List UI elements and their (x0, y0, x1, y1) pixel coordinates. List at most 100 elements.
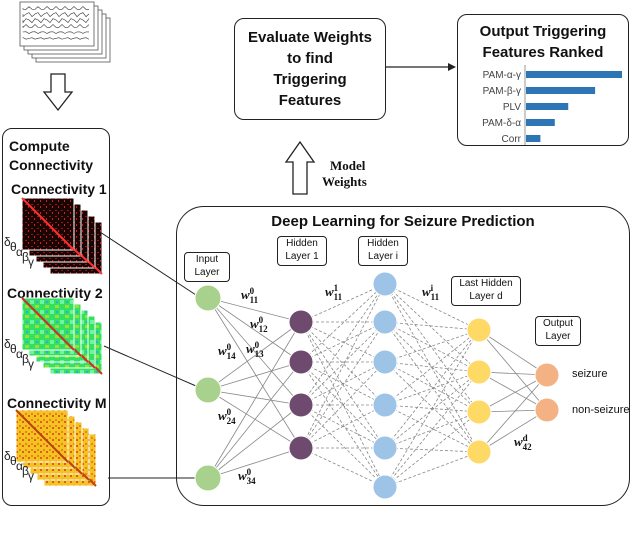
connection-edge (207, 297, 302, 406)
matrix-diagonal (21, 197, 75, 251)
last-hidden-layer-label: Last Hidden Layer d (451, 276, 521, 306)
input-node (194, 376, 222, 404)
connection-edge (207, 321, 302, 391)
connection-edge (300, 361, 386, 449)
feature-bar (526, 103, 569, 110)
eeg-trace (22, 12, 90, 18)
connection-edge (207, 404, 302, 479)
input-node (194, 464, 222, 492)
output-title-line1: Output Triggering (479, 23, 607, 40)
connection-edge (300, 321, 386, 363)
evaluate-line2: to find (287, 50, 333, 67)
connectivity-m-label: Connectivity M (7, 395, 107, 411)
connection-edge (207, 361, 302, 391)
feature-bar (526, 71, 622, 78)
evaluate-line1: Evaluate Weights (248, 29, 372, 46)
hiddeni-node (372, 309, 398, 335)
connection-edge (384, 361, 480, 453)
feature-label: PLV (503, 102, 521, 113)
connection-edge (478, 329, 548, 411)
up-arrow-icon (284, 140, 316, 195)
input-edge (103, 345, 197, 387)
connection-edge (384, 321, 480, 373)
deep-learning-title: Deep Learning for Seizure Prediction (271, 213, 535, 230)
connection-edge (300, 361, 386, 488)
feature-bar (526, 119, 555, 126)
connection-edge (300, 283, 386, 323)
connection-edge (300, 283, 386, 449)
evaluate-line4: Features (278, 92, 342, 109)
connection-edge (478, 329, 548, 376)
connection-edge (384, 411, 480, 488)
connection-edge (300, 447, 386, 488)
feature-label: PAM-δ-α (482, 118, 521, 129)
connection-edge (478, 374, 548, 453)
connection-edge (300, 321, 386, 449)
connection-edge (207, 389, 302, 406)
connection-edge (207, 297, 302, 449)
band-symbol: γ (28, 469, 34, 483)
band-symbol: δ (4, 235, 11, 249)
connection-edge (384, 283, 480, 373)
feature-bar (526, 135, 541, 142)
compute-title-line2: Connectivity (9, 157, 94, 173)
hiddeni-node (372, 474, 398, 500)
band-symbol: γ (28, 357, 34, 371)
connection-edge (384, 451, 480, 488)
output-node (534, 397, 560, 423)
connection-edge (384, 321, 480, 331)
connectivity-1-label: Connectivity 1 (11, 181, 107, 197)
compute-title-line1: Compute (9, 138, 70, 154)
model-weights-line2: Weights (322, 174, 367, 189)
connection-edge (384, 404, 480, 453)
feature-bar (526, 87, 596, 94)
eeg-trace (22, 37, 90, 40)
connection-edge (384, 283, 480, 453)
feature-label: Corr (502, 134, 522, 145)
last-hidden-node (466, 439, 492, 465)
band-symbol: δ (4, 449, 11, 463)
matrix-diagonal (21, 297, 75, 351)
connection-edge (384, 447, 480, 453)
band-symbol: β (22, 464, 29, 478)
connection-edge (384, 329, 480, 488)
connection-edge (207, 361, 302, 479)
eeg-trace (22, 31, 90, 34)
connection-edge (207, 447, 302, 479)
connection-edge (384, 283, 480, 413)
connection-edge (207, 297, 302, 363)
hidden1-node (288, 349, 314, 375)
band-symbol: θ (10, 342, 17, 356)
connectivity-2-label: Connectivity 2 (7, 285, 103, 301)
connection-edge (300, 283, 386, 406)
connection-edge (300, 404, 386, 449)
connection-edge (384, 329, 480, 449)
non-seizure-label: non-seizure (572, 404, 630, 416)
last-hidden-node (466, 359, 492, 385)
input-node (194, 284, 222, 312)
connection-edge (384, 283, 480, 331)
hiddeni-node (372, 392, 398, 418)
evaluate-line3: Triggering (273, 71, 347, 88)
connection-edge (478, 371, 548, 411)
connection-edge (384, 321, 480, 453)
connection-edge (384, 329, 480, 363)
input-layer-label: Input Layer (184, 252, 230, 282)
band-symbol: α (16, 245, 23, 259)
input-edge (99, 231, 197, 296)
matrix-diagonal (15, 409, 69, 463)
hidden1-node (288, 435, 314, 461)
connection-edge (478, 374, 548, 413)
band-symbol: θ (10, 454, 17, 468)
eeg-trace (22, 18, 90, 24)
seizure-label: seizure (572, 368, 608, 380)
eeg-trace (22, 24, 90, 29)
band-symbol: γ (28, 255, 34, 269)
connection-edge (478, 409, 548, 453)
